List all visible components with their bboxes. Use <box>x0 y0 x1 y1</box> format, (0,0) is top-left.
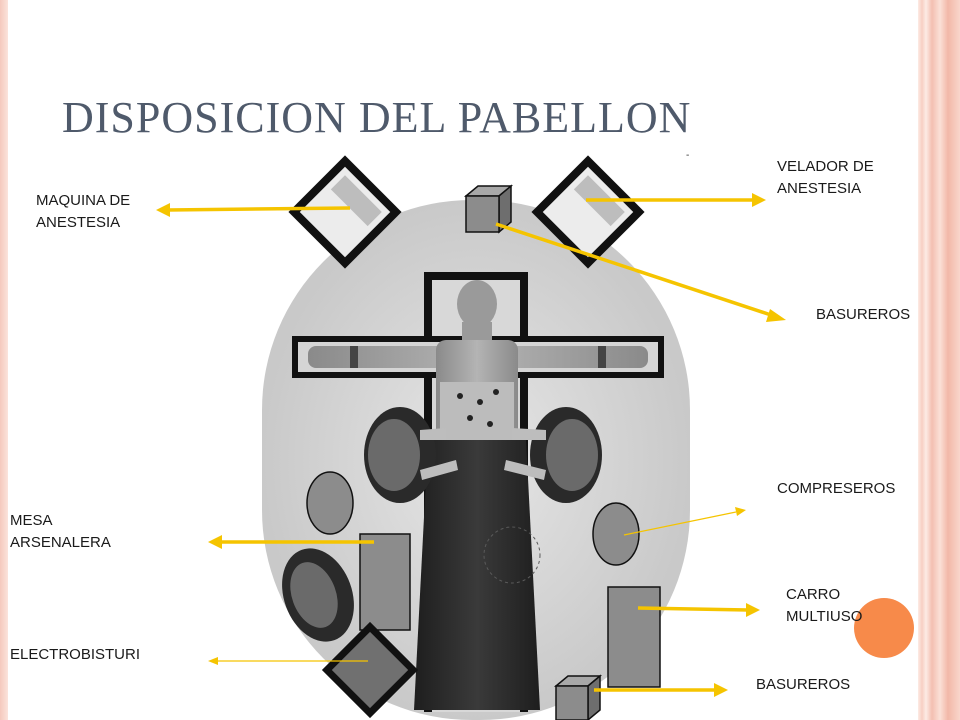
slide-right-border <box>918 0 960 720</box>
arrowhead-maquina <box>156 203 170 217</box>
label-velador-anestesia: VELADOR DE ANESTESIA <box>777 158 874 197</box>
compress-bin <box>592 502 640 566</box>
stray-mark: - <box>686 150 690 161</box>
label-basureros-bottom: BASUREROS <box>756 676 851 693</box>
instrument-table <box>359 533 411 631</box>
label-maquina-anestesia: MAQUINA DE ANESTESIA <box>36 192 131 231</box>
arrowhead-electrobisturi <box>208 657 218 665</box>
arrowhead-basureros-top <box>766 309 786 322</box>
electrosurgical-unit <box>321 621 419 719</box>
arrow-compreseros <box>623 511 737 536</box>
arrowhead-mesa <box>208 535 222 549</box>
waste-bin-top <box>463 184 514 234</box>
surgical-drape <box>414 440 541 710</box>
label-compreseros: COMPRESEROS <box>777 480 896 497</box>
waste-bin-bottom <box>553 674 603 720</box>
stool-left <box>306 471 354 535</box>
label-carro-multiuso: CARRO MULTIUSO <box>786 586 863 625</box>
arrow-basureros-top <box>495 222 775 318</box>
accent-dot <box>854 598 914 658</box>
surgeon-left <box>364 407 458 503</box>
arrowhead-velador <box>752 193 766 207</box>
arrowhead-carro <box>746 603 760 617</box>
label-basureros-top: BASUREROS <box>816 306 911 323</box>
operating-room-diagram <box>156 155 786 720</box>
label-mesa-arsenalera: MESA ARSENALERA <box>10 512 111 551</box>
slide-left-border <box>0 0 8 720</box>
label-electrobisturi: ELECTROBISTURI <box>10 646 141 663</box>
slide-title: DISPOSICION DEL PABELLON <box>62 93 692 142</box>
arrow-carro <box>637 606 749 612</box>
callout-arrows <box>156 193 786 697</box>
arrowhead-basureros-bottom <box>714 683 728 697</box>
arrowhead-compreseros <box>735 507 746 516</box>
arrow-maquina <box>167 206 351 212</box>
surgeon-bottom-left <box>282 548 354 642</box>
patient-figure <box>308 280 648 450</box>
utility-cart <box>607 586 661 688</box>
anesthesia-machine <box>288 155 402 269</box>
surgeon-right <box>504 407 602 503</box>
